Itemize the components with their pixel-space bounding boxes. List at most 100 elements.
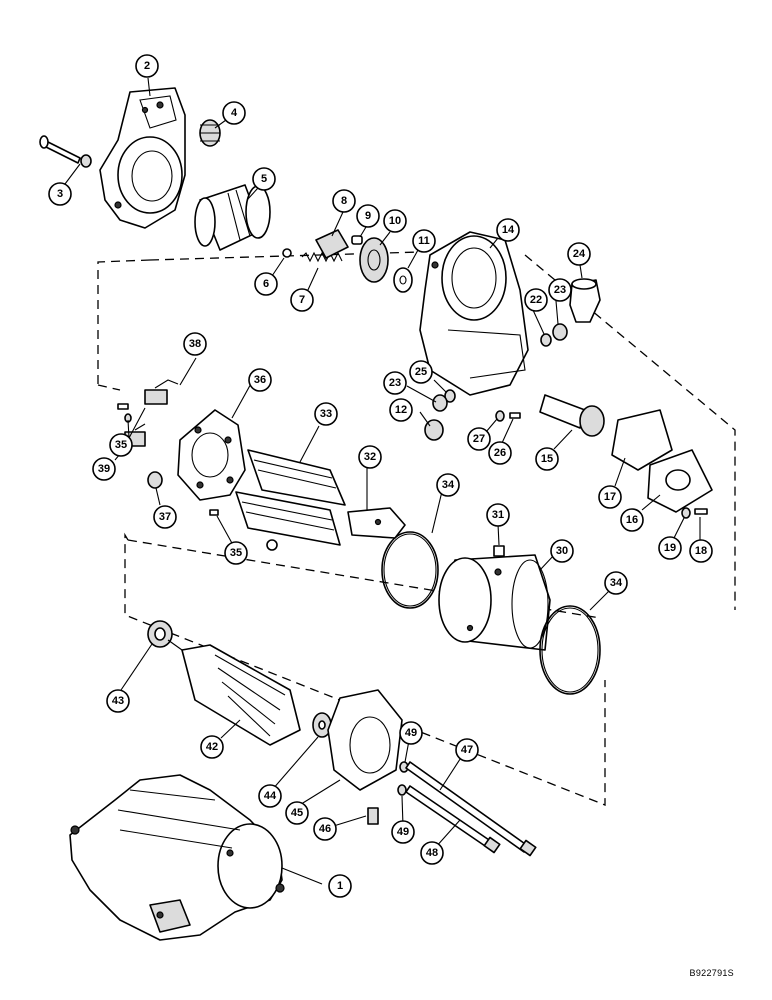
callout-49a: 49 bbox=[399, 721, 423, 745]
svg-text:15: 15 bbox=[541, 453, 553, 465]
svg-text:27: 27 bbox=[473, 433, 485, 445]
gasket-part bbox=[611, 409, 673, 471]
fitting-part bbox=[367, 807, 379, 825]
svg-text:7: 7 bbox=[299, 294, 305, 306]
washer-19-part bbox=[681, 507, 691, 519]
callout-34a: 34 bbox=[436, 473, 460, 497]
svg-text:18: 18 bbox=[695, 545, 707, 557]
roller-part bbox=[351, 235, 363, 245]
svg-text:17: 17 bbox=[604, 491, 616, 503]
svg-text:23: 23 bbox=[389, 377, 401, 389]
svg-text:2: 2 bbox=[144, 60, 150, 72]
drive-housing-part bbox=[99, 87, 186, 229]
frame-part bbox=[438, 554, 551, 651]
svg-text:43: 43 bbox=[112, 695, 124, 707]
svg-text:19: 19 bbox=[664, 542, 676, 554]
svg-text:14: 14 bbox=[502, 224, 515, 236]
bearing-44-part bbox=[312, 712, 332, 738]
clutch-part bbox=[194, 184, 271, 251]
svg-text:31: 31 bbox=[492, 509, 504, 521]
svg-text:22: 22 bbox=[530, 294, 542, 306]
callout-8: 8 bbox=[332, 189, 356, 213]
svg-text:46: 46 bbox=[319, 823, 331, 835]
callout-48: 48 bbox=[420, 841, 444, 865]
washer-22-part bbox=[540, 333, 552, 347]
callout-36: 36 bbox=[248, 368, 272, 392]
end-frame-part bbox=[327, 689, 403, 791]
nut-23b-part bbox=[432, 394, 448, 412]
svg-text:37: 37 bbox=[159, 511, 171, 523]
callout-44: 44 bbox=[258, 784, 282, 808]
screw-31-part bbox=[493, 545, 505, 557]
svg-text:35: 35 bbox=[115, 439, 127, 451]
through-bolt-48-part bbox=[405, 785, 501, 854]
callout-35b: 35 bbox=[224, 541, 248, 565]
o-ring-right-inner bbox=[541, 607, 599, 693]
callout-45: 45 bbox=[285, 801, 309, 825]
callout-1: 1 bbox=[328, 874, 352, 898]
svg-text:16: 16 bbox=[626, 514, 638, 526]
brush-holder-part bbox=[177, 409, 246, 501]
svg-text:24: 24 bbox=[573, 248, 586, 260]
callout-33: 33 bbox=[314, 402, 338, 426]
bolt-part bbox=[39, 135, 92, 168]
callout-23b: 23 bbox=[383, 371, 407, 395]
svg-text:11: 11 bbox=[418, 235, 430, 247]
through-bolt-47-part bbox=[405, 761, 537, 857]
svg-text:4: 4 bbox=[231, 107, 238, 119]
svg-text:35: 35 bbox=[230, 547, 242, 559]
callout-11: 11 bbox=[412, 229, 436, 253]
callout-2: 2 bbox=[135, 54, 159, 78]
cover-part bbox=[647, 449, 713, 513]
svg-text:45: 45 bbox=[291, 807, 303, 819]
svg-text:9: 9 bbox=[365, 210, 371, 222]
svg-text:49: 49 bbox=[397, 826, 409, 838]
callout-10: 10 bbox=[383, 209, 407, 233]
callout-49b: 49 bbox=[391, 820, 415, 844]
callout-18: 18 bbox=[689, 539, 713, 563]
callout-23a: 23 bbox=[548, 278, 572, 302]
spring-part bbox=[301, 251, 343, 263]
svg-text:34: 34 bbox=[442, 479, 455, 491]
svg-text:6: 6 bbox=[263, 278, 269, 290]
callout-37: 37 bbox=[153, 505, 177, 529]
svg-text:39: 39 bbox=[98, 463, 110, 475]
svg-text:38: 38 bbox=[189, 338, 201, 350]
nut-23-part bbox=[552, 323, 568, 341]
svg-text:34: 34 bbox=[610, 577, 623, 589]
screw-35a-part bbox=[117, 403, 129, 410]
svg-text:32: 32 bbox=[364, 451, 376, 463]
figure-code-label: B922791S bbox=[689, 968, 734, 978]
svg-text:3: 3 bbox=[57, 188, 63, 200]
callout-39: 39 bbox=[92, 457, 116, 481]
callout-38: 38 bbox=[183, 332, 207, 356]
callout-6: 6 bbox=[254, 272, 278, 296]
screw-35b-part bbox=[209, 509, 219, 516]
o-ring-left-part bbox=[381, 531, 439, 609]
callout-19: 19 bbox=[658, 536, 682, 560]
callout-35a: 35 bbox=[109, 433, 133, 457]
callout-34b: 34 bbox=[604, 571, 628, 595]
callout-30: 30 bbox=[550, 539, 574, 563]
callout-15: 15 bbox=[535, 447, 559, 471]
callout-3: 3 bbox=[48, 182, 72, 206]
svg-text:23: 23 bbox=[554, 284, 566, 296]
washer-49b-part bbox=[397, 784, 407, 796]
callout-9: 9 bbox=[356, 204, 380, 228]
assembled-starter-part bbox=[69, 774, 285, 941]
washer-part bbox=[393, 267, 413, 293]
screw-18-part bbox=[694, 508, 708, 515]
bearing-43-part bbox=[147, 620, 173, 648]
ball-part bbox=[282, 248, 292, 258]
terminal-boot-part bbox=[569, 278, 601, 323]
group-boundary-upper bbox=[97, 251, 736, 610]
callout-16: 16 bbox=[620, 508, 644, 532]
svg-text:47: 47 bbox=[461, 744, 473, 756]
svg-text:48: 48 bbox=[426, 847, 438, 859]
retainer-part bbox=[315, 229, 349, 259]
callout-12: 12 bbox=[389, 398, 413, 422]
svg-text:44: 44 bbox=[264, 790, 277, 802]
callout-43: 43 bbox=[106, 689, 130, 713]
plunger-part bbox=[539, 394, 605, 437]
callout-4: 4 bbox=[222, 101, 246, 125]
